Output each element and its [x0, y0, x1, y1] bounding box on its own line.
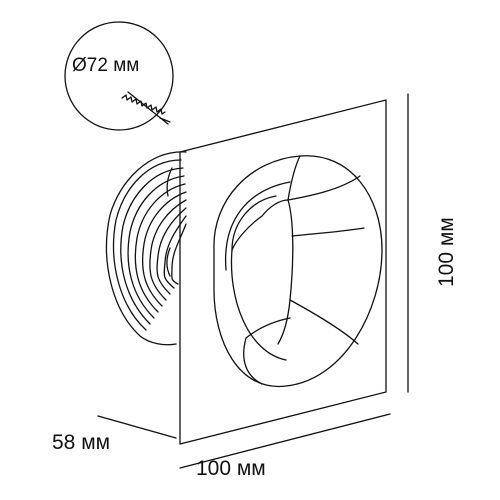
- square-trim: [179, 99, 387, 445]
- trim-recess: [213, 155, 383, 388]
- width-dimension-line: [179, 413, 391, 469]
- cutout-diameter-label: Ø72 мм: [72, 55, 140, 76]
- height-label: 100 мм: [435, 217, 458, 287]
- depth-label: 58 мм: [52, 431, 111, 454]
- depth-dimension-line: [97, 415, 177, 439]
- heatsink-body: [105, 151, 187, 346]
- trim-plate: [179, 99, 387, 445]
- cutout-callout: [64, 21, 174, 131]
- width-label: 100 мм: [196, 457, 266, 480]
- hand-saw-icon: [121, 91, 171, 125]
- cutout-circle: [64, 21, 174, 131]
